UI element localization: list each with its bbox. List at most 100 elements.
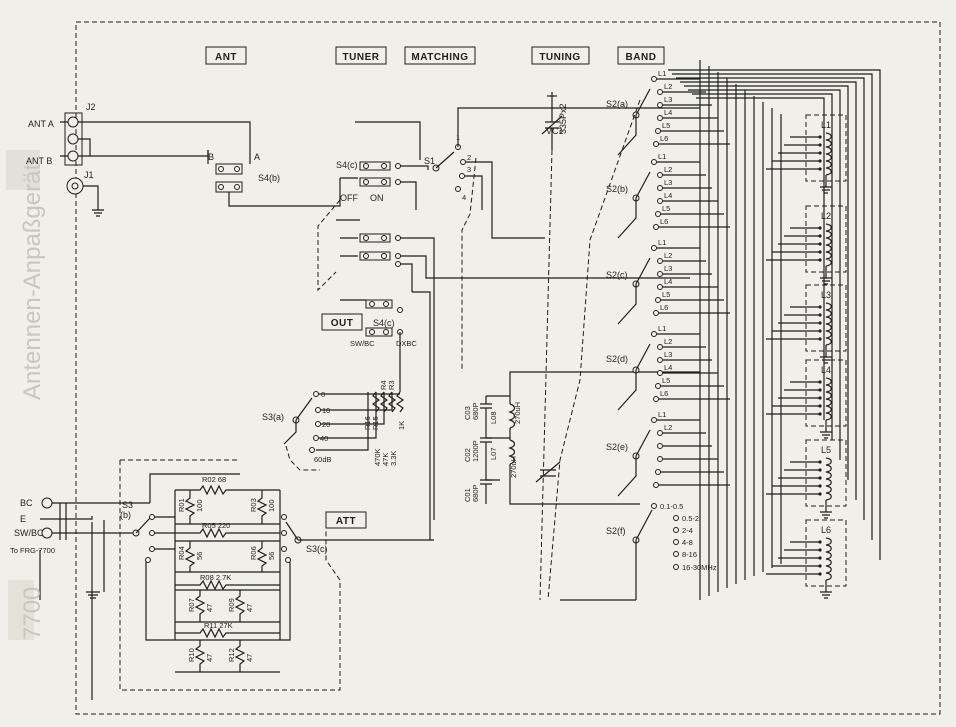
matching-header-box — [404, 46, 476, 65]
band-tap-label: L1 — [658, 238, 666, 247]
s2d-label: S2(d) — [606, 354, 628, 364]
svg-text:SW/BC: SW/BC — [350, 339, 375, 348]
svg-text:1200P: 1200P — [471, 440, 480, 462]
out-switch: S4(c) SW/BC DXBC — [340, 291, 431, 540]
s2e-label: S2(e) — [606, 442, 628, 452]
band-tap-label: L2 — [664, 423, 672, 432]
svg-text:100: 100 — [195, 499, 204, 512]
matching-header: MATCHING — [411, 52, 468, 63]
band-tap-label: L2 — [664, 165, 672, 174]
svg-text:R3: R3 — [387, 380, 396, 390]
band-tap-label: L3 — [664, 178, 672, 187]
s1-label: S1 — [424, 156, 435, 166]
svg-text:R12: R12 — [227, 648, 236, 662]
svg-text:C01: C01 — [463, 488, 472, 502]
svg-text:R06: R06 — [249, 546, 258, 560]
svg-text:S3: S3 — [122, 500, 133, 510]
coil-can-l1: L1 — [766, 114, 847, 194]
svg-text:R09: R09 — [227, 598, 236, 612]
tuner-header: TUNER — [343, 52, 380, 63]
band-tap-label: L4 — [664, 191, 672, 200]
svg-text:L07: L07 — [489, 447, 498, 460]
band-switch-decks: S2(a) S2(b) S2(c) S2(d) S2(e) S2(f) L1L2… — [560, 69, 730, 601]
s4b-switch: B A S4(b) — [207, 150, 341, 207]
svg-text:R04: R04 — [177, 546, 186, 560]
band-header-box — [617, 46, 665, 65]
band-tap-label: L4 — [664, 363, 672, 372]
coil-can-l4: L4 — [766, 359, 847, 439]
svg-text:R16: R16 — [363, 416, 372, 430]
coil-can-l5: L5 — [766, 439, 847, 519]
s2f-label: S2(f) — [606, 526, 626, 536]
s3b-label: (b) — [120, 510, 131, 520]
svg-text:47: 47 — [205, 604, 214, 612]
svg-text:270uH: 270uH — [513, 402, 522, 424]
r02-label: R02 68 — [202, 475, 226, 484]
tuning-header: TUNING — [539, 52, 580, 63]
svg-text:47: 47 — [205, 654, 214, 662]
svg-text:C03: C03 — [463, 406, 472, 420]
band-tap-label: L3 — [664, 264, 672, 273]
r11-label: R11 27K — [204, 621, 233, 630]
band-tap-label: L5 — [662, 204, 670, 213]
band-tap-label: L4 — [664, 108, 672, 117]
bleed-through-artifacts — [6, 150, 40, 640]
svg-text:47K: 47K — [381, 453, 390, 466]
tuning-header-box — [531, 46, 590, 65]
band-ranges: 0.1-0.5 0.5-2 2-4 4-8 8-16 16-30MHz — [660, 502, 717, 572]
s3a-label: S3(a) — [262, 412, 284, 422]
j2-terminal-a — [67, 116, 79, 128]
svg-text:56: 56 — [195, 552, 204, 560]
coil-label: L3 — [821, 290, 831, 300]
svg-text:R4: R4 — [379, 380, 388, 390]
s2c-label: S2(c) — [606, 270, 628, 280]
band-tap-label: L6 — [660, 134, 668, 143]
tuner-header-box — [335, 46, 387, 65]
ant-header: ANT — [215, 52, 237, 63]
svg-text:47: 47 — [245, 604, 254, 612]
j2-label: J2 — [86, 102, 96, 112]
band-wire-bus — [668, 60, 881, 600]
coil-label: L6 — [821, 525, 831, 535]
band-switch-deck-f — [560, 503, 679, 601]
s4b-label: S4(b) — [258, 173, 280, 183]
svg-text:60dB: 60dB — [314, 455, 332, 464]
band-tap-label: L2 — [664, 82, 672, 91]
att-selector-s3a: S3(a) 0 10 20 40 60dB — [262, 390, 400, 471]
svg-text:R10: R10 — [187, 648, 196, 662]
bc-label: BC — [20, 498, 33, 508]
s3b-switch: (b) S3 — [120, 500, 175, 641]
svg-text:Antennen-Anpaßgerät: Antennen-Anpaßgerät — [19, 164, 46, 401]
vc1-value: 335Px2 — [558, 103, 568, 134]
band-tap-label: L4 — [664, 277, 672, 286]
svg-text:DXBC: DXBC — [396, 339, 417, 348]
coil-label: L1 — [821, 120, 831, 130]
svg-text:2: 2 — [467, 153, 471, 162]
svg-text:1K: 1K — [397, 421, 406, 430]
band-tap-label: L6 — [660, 389, 668, 398]
s1-matching-switch: S1 1 2 3 4 — [424, 107, 700, 372]
coil-can-l6: L6 — [766, 519, 847, 599]
band-tap-label: L1 — [658, 410, 666, 419]
coil-label: L4 — [821, 365, 831, 375]
band-tap-label: L1 — [658, 152, 666, 161]
ant-a-label: ANT A — [28, 119, 54, 129]
svg-text:R03: R03 — [249, 498, 258, 512]
s4c-tuner-switch: S4(c) OFF ON — [317, 121, 429, 292]
r05-label: R05 220 — [202, 521, 230, 530]
svg-text:R07: R07 — [187, 598, 196, 612]
svg-text:ON: ON — [370, 193, 384, 203]
e-label: E — [20, 514, 26, 524]
svg-text:100: 100 — [267, 499, 276, 512]
s3c-switch: S3(c) — [280, 514, 434, 641]
svg-text:R15: R15 — [371, 416, 380, 430]
to-frg-label: To FRG-7700 — [10, 546, 55, 555]
bleed-through-text: Antennen-Anpaßgerät 7700 — [19, 164, 46, 641]
r08-label: R08 2.7K — [200, 573, 231, 582]
band-tap-label: L2 — [664, 337, 672, 346]
enclosure-boundary — [75, 21, 941, 715]
s2b-label: S2(b) — [606, 184, 628, 194]
